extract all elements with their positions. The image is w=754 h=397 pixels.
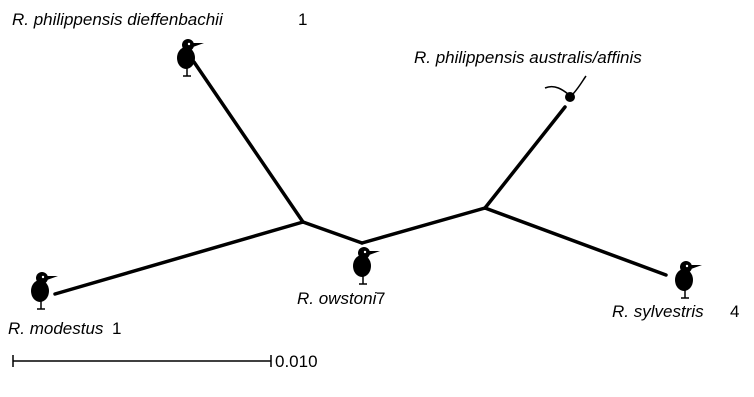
label-sylvestris: R. sylvestris — [612, 302, 704, 321]
count-modestus: 1 — [112, 319, 121, 338]
label-owstoni: R. owstoni — [297, 289, 378, 308]
scale-bar-label: 0.010 — [275, 352, 318, 371]
count-dieffenbachii: 1 — [298, 10, 307, 29]
branch-australis — [483, 105, 567, 210]
scale-bar — [12, 355, 272, 367]
branch-dieffenbachii — [192, 60, 305, 224]
bird-icon — [674, 260, 703, 299]
bird-icon — [352, 246, 381, 285]
bird-icon — [30, 271, 59, 310]
label-australis: R. philippensis australis/affinis — [414, 48, 642, 67]
dot-icon — [544, 75, 587, 102]
label-modestus: R. modestus — [8, 319, 104, 338]
branch-sylvestris — [483, 206, 668, 277]
tree-branches — [53, 60, 668, 296]
count-sylvestris: 4 — [730, 302, 739, 321]
count-owstoni: 7 — [376, 289, 385, 308]
label-dieffenbachii: R. philippensis dieffenbachii — [12, 10, 224, 29]
branch-modestus — [53, 220, 305, 296]
branch-internal-left — [301, 220, 364, 245]
branch-owstoni — [360, 206, 487, 245]
